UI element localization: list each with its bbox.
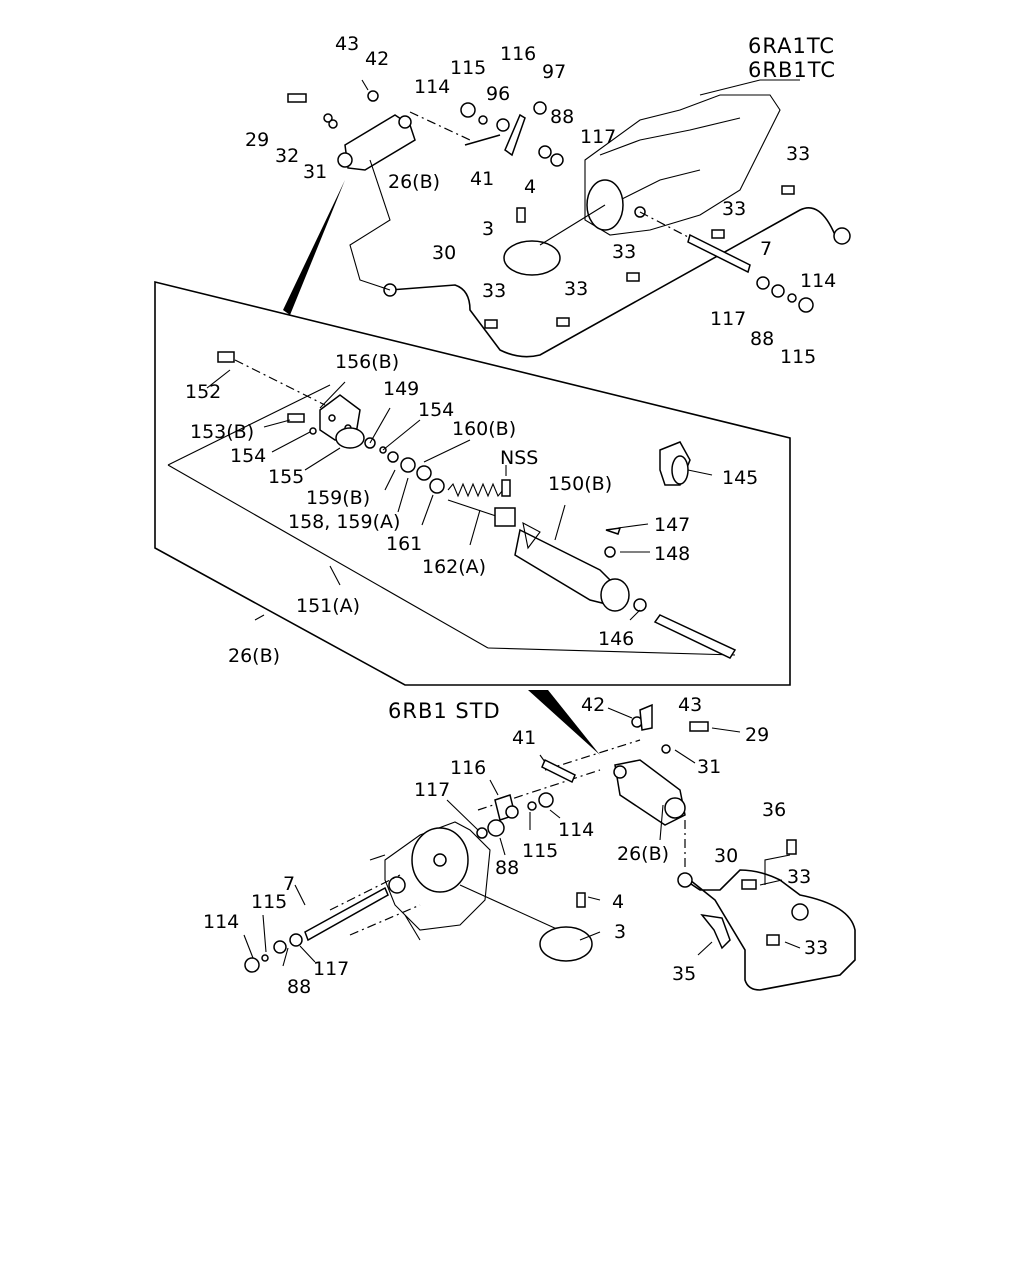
- callout-153b: 153(B): [190, 421, 254, 443]
- callout-33-a: 33: [786, 143, 810, 165]
- callout-114-bottom-left: 114: [203, 911, 239, 933]
- callout-43: 43: [335, 33, 359, 55]
- callout-88: 88: [550, 106, 574, 128]
- model-label-6rb1tc: 6RB1TC: [748, 58, 836, 82]
- callout-117: 117: [580, 126, 616, 148]
- callout-3-bottom: 3: [614, 921, 626, 943]
- callout-115-bottom-left: 115: [251, 891, 287, 913]
- callout-114-bottom: 114: [558, 819, 594, 841]
- callout-7-bottom: 7: [283, 873, 295, 895]
- callout-162a: 162(A): [422, 556, 486, 578]
- callout-31-bottom: 31: [697, 756, 721, 778]
- callout-43-bottom: 43: [678, 694, 702, 716]
- callout-154-a: 154: [418, 399, 454, 421]
- callout-117-bottom: 117: [414, 779, 450, 801]
- callout-115-right: 115: [780, 346, 816, 368]
- callout-26b-bottom: 26(B): [617, 843, 669, 865]
- callout-33-e: 33: [564, 278, 588, 300]
- callout-26b-detail: 26(B): [228, 645, 280, 667]
- model-label-6rb1-std: 6RB1 STD: [388, 699, 501, 723]
- callout-115-bottom: 115: [522, 840, 558, 862]
- callout-114-right: 114: [800, 270, 836, 292]
- callout-155: 155: [268, 466, 304, 488]
- model-label-6ra1tc: 6RA1TC: [748, 34, 835, 58]
- callout-30-bottom: 30: [714, 845, 738, 867]
- callout-160b: 160(B): [452, 418, 516, 440]
- callout-115: 115: [450, 57, 486, 79]
- callout-156b: 156(B): [335, 351, 399, 373]
- callout-114: 114: [414, 76, 450, 98]
- top-assembly: [283, 79, 851, 358]
- callout-3: 3: [482, 218, 494, 240]
- detail-box: [154, 280, 791, 755]
- callout-33-c: 33: [612, 241, 636, 263]
- callout-4: 4: [524, 176, 536, 198]
- callout-35: 35: [672, 963, 696, 985]
- callout-158-159a: 158, 159(A): [288, 511, 400, 533]
- callout-32: 32: [275, 145, 299, 167]
- callout-30: 30: [432, 242, 456, 264]
- callout-31: 31: [303, 161, 327, 183]
- callout-7: 7: [760, 238, 772, 260]
- callout-88-bottom-left: 88: [287, 976, 311, 998]
- callout-150b: 150(B): [548, 473, 612, 495]
- callout-117-right: 117: [710, 308, 746, 330]
- callout-33-bottom-b: 33: [804, 937, 828, 959]
- callout-116: 116: [500, 43, 536, 65]
- callout-96: 96: [486, 83, 510, 105]
- callout-26b: 26(B): [388, 171, 440, 193]
- callout-161: 161: [386, 533, 422, 555]
- callout-149: 149: [383, 378, 419, 400]
- callout-4-bottom: 4: [612, 891, 624, 913]
- callout-154-b: 154: [230, 445, 266, 467]
- callout-88-right: 88: [750, 328, 774, 350]
- callout-152: 152: [185, 381, 221, 403]
- callout-36: 36: [762, 799, 786, 821]
- callout-nss: NSS: [500, 447, 538, 469]
- bottom-assembly: [243, 703, 856, 991]
- callout-117-bottom-left: 117: [313, 958, 349, 980]
- callout-151a: 151(A): [296, 595, 360, 617]
- callout-29: 29: [245, 129, 269, 151]
- callout-42-bottom: 42: [581, 694, 605, 716]
- callout-147: 147: [654, 514, 690, 536]
- callout-159b: 159(B): [306, 487, 370, 509]
- callout-41-bottom: 41: [512, 727, 536, 749]
- callout-116-bottom: 116: [450, 757, 486, 779]
- callout-145: 145: [722, 467, 758, 489]
- callout-42: 42: [365, 48, 389, 70]
- callout-33-d: 33: [482, 280, 506, 302]
- callout-88-bottom: 88: [495, 857, 519, 879]
- callout-labels: 6RA1TC 6RB1TC 6RB1 STD 43 42 29 32 31 26…: [185, 33, 836, 998]
- callout-41: 41: [470, 168, 494, 190]
- callout-146: 146: [598, 628, 634, 650]
- callout-33-bottom-a: 33: [787, 866, 811, 888]
- callout-33-b: 33: [722, 198, 746, 220]
- callout-148: 148: [654, 543, 690, 565]
- callout-29-bottom: 29: [745, 724, 769, 746]
- callout-97: 97: [542, 61, 566, 83]
